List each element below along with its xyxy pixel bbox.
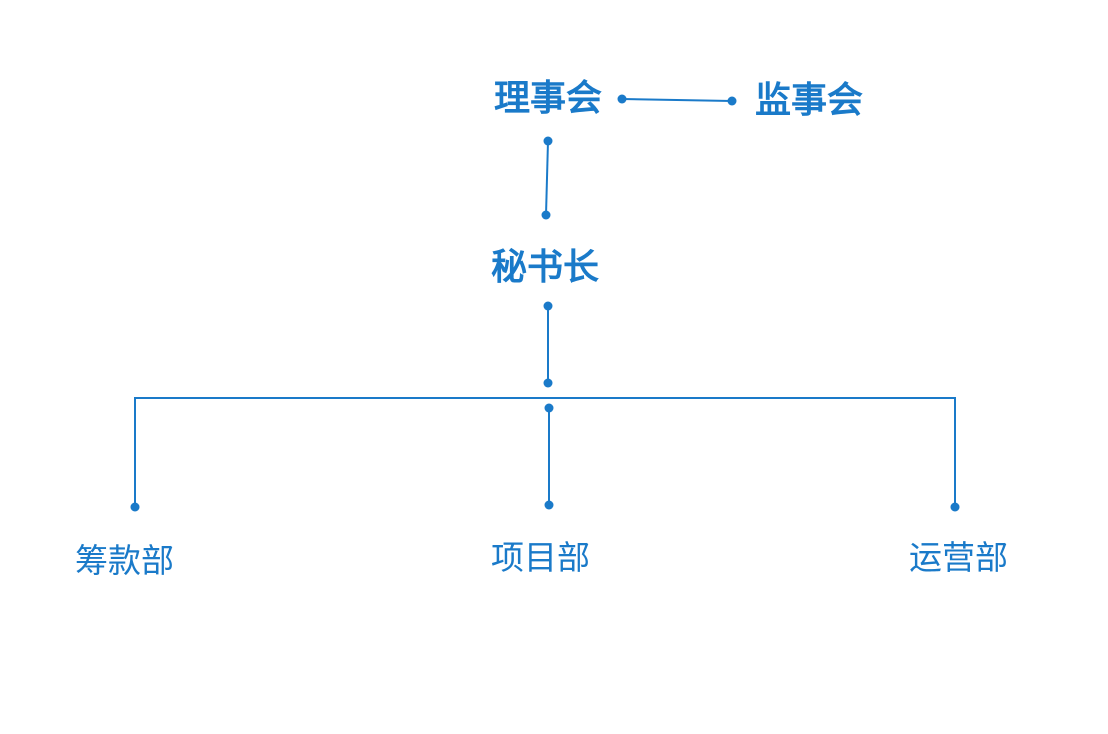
node-secretary-general: 秘书长 bbox=[491, 247, 600, 288]
connector-branch-bar bbox=[134, 397, 956, 507]
node-fundraising-dept: 筹款部 bbox=[75, 541, 174, 580]
node-board: 理事会 bbox=[494, 78, 603, 119]
node-operations-dept: 运营部 bbox=[909, 538, 1008, 577]
node-supervisory-board: 监事会 bbox=[755, 80, 864, 121]
connector-dot bbox=[543, 301, 553, 311]
connector-board-supervisory bbox=[621, 98, 733, 102]
connector-dot bbox=[543, 136, 553, 146]
connector-dot bbox=[543, 378, 553, 388]
connector-dot bbox=[544, 500, 554, 510]
connector-dot bbox=[727, 96, 737, 106]
connector-dot bbox=[617, 94, 627, 104]
node-projects-dept: 项目部 bbox=[491, 538, 590, 577]
connector-board-secretary bbox=[545, 140, 549, 216]
connector-dot bbox=[130, 502, 140, 512]
connector-dot bbox=[541, 210, 551, 220]
connector-dot bbox=[544, 403, 554, 413]
connector-dot bbox=[950, 502, 960, 512]
